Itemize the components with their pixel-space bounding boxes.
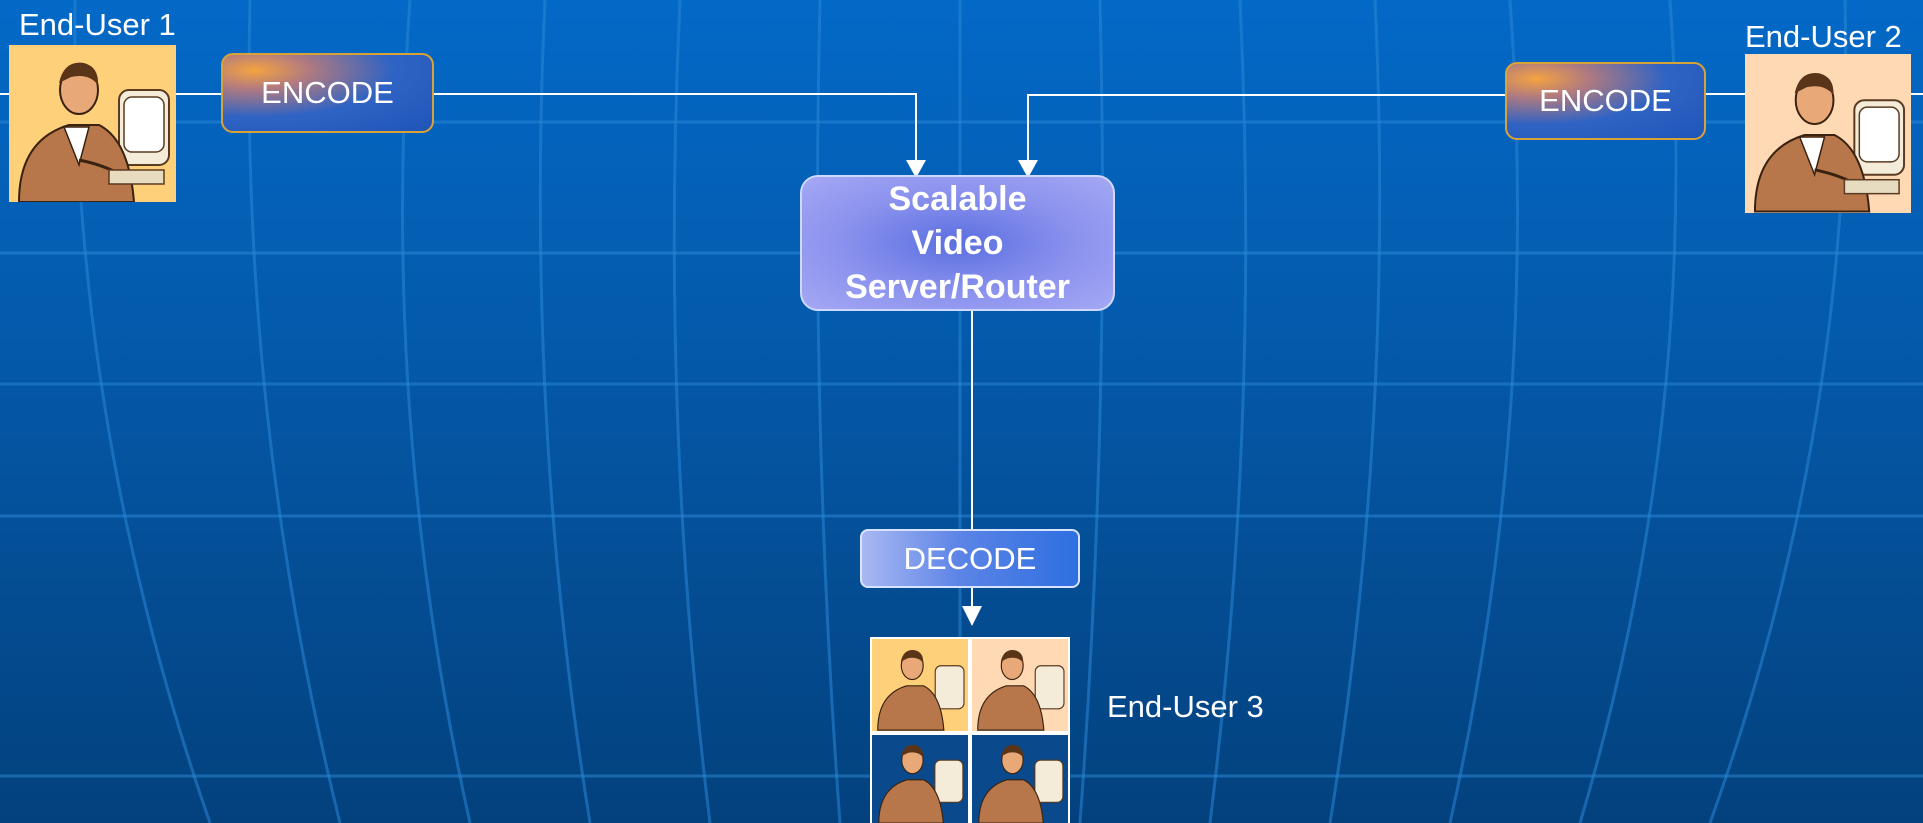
arrowhead-server-right	[1018, 160, 1038, 178]
end-user-3-tile-2	[972, 639, 1068, 731]
person-at-computer-icon	[978, 744, 1064, 823]
end-user-3-composite	[870, 637, 1070, 823]
scalable-video-server-router: Scalable Video Server/Router	[800, 175, 1115, 311]
encode-label-1: ENCODE	[261, 75, 394, 110]
end-user-1-label: End-User 1	[19, 7, 176, 42]
arrowhead-server-left	[906, 160, 926, 178]
encode-label-2: ENCODE	[1539, 83, 1672, 118]
person-at-computer-icon	[1753, 73, 1906, 213]
end-user-3-tile-3	[872, 735, 968, 823]
end-user-3-tile-4	[972, 735, 1068, 823]
arrowhead-user3	[962, 606, 982, 626]
server-label-line-3: Server/Router	[845, 268, 1070, 306]
encode-box-user-1: ENCODE	[221, 53, 434, 133]
encode-box-user-2: ENCODE	[1505, 62, 1706, 140]
end-user-3-label: End-User 3	[1107, 689, 1264, 724]
server-label-line-2: Video	[911, 224, 1004, 262]
decode-box: DECODE	[860, 529, 1080, 588]
person-at-computer-icon	[878, 744, 964, 823]
server-label-line-1: Scalable	[888, 180, 1027, 218]
end-user-2-label: End-User 2	[1745, 19, 1902, 54]
person-at-computer-icon	[977, 650, 1065, 731]
end-user-3-tile-1	[872, 639, 968, 731]
end-user-2-avatar	[1745, 54, 1911, 213]
connector-encode1-to-server	[434, 93, 917, 162]
person-at-computer-icon	[877, 650, 965, 731]
person-at-computer-icon	[17, 62, 170, 202]
end-user-1-avatar	[9, 45, 176, 202]
connector-encode2-to-server	[1027, 94, 1505, 162]
decode-label: DECODE	[903, 540, 1037, 576]
